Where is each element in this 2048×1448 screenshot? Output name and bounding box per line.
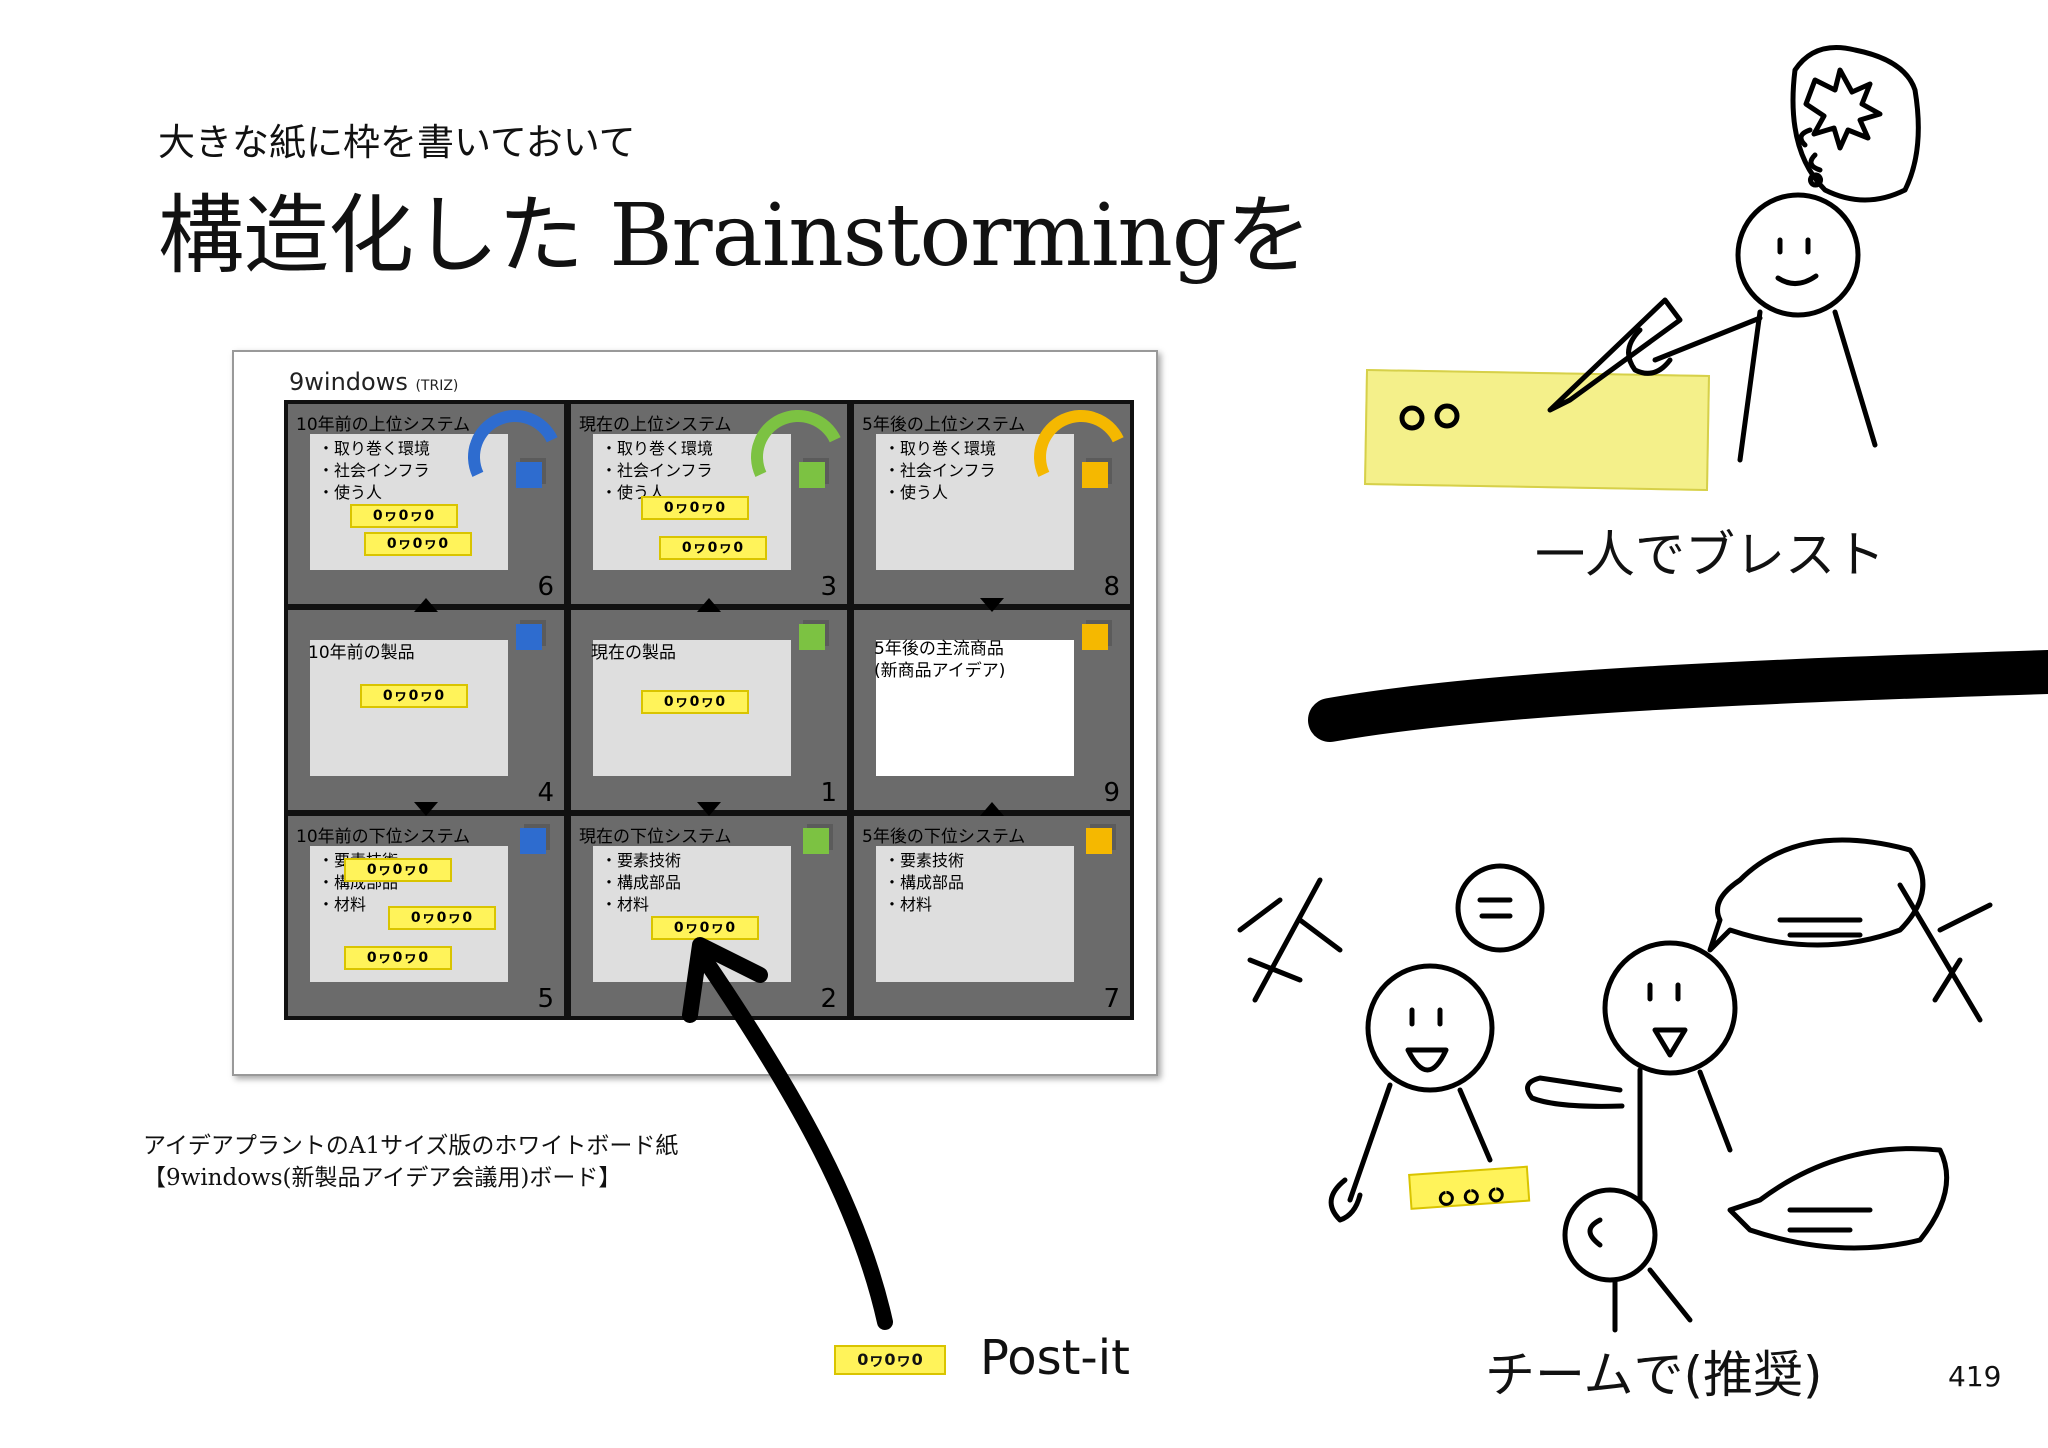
cell-number: 6 xyxy=(537,572,554,602)
blue-cube-icon xyxy=(516,462,542,488)
cell-items: ・取り巻く環境・社会インフラ・使う人 xyxy=(318,439,431,502)
cell-past-sub: 10年前の下位システム ・要素技術・構成部品・材料 0ヮ0ヮ0 0ヮ0ヮ0 0ヮ… xyxy=(288,816,564,1016)
green-cube-icon xyxy=(799,462,825,488)
cell-items: ・取り巻く環境・社会インフラ・使う人 xyxy=(601,439,714,502)
legend-postit: 0ヮ0ヮ0 xyxy=(834,1345,946,1375)
arrow-down-icon xyxy=(697,802,721,816)
cell-number: 4 xyxy=(537,778,554,808)
postit-note: 0ヮ0ヮ0 xyxy=(388,906,496,930)
cell-number: 2 xyxy=(820,984,837,1014)
postit-note: 0ヮ0ヮ0 xyxy=(651,916,759,940)
speech-bubble-icon xyxy=(1455,863,1545,953)
cell-future-sub: 5年後の下位システム ・要素技術・構成部品・材料 7 xyxy=(854,816,1130,1016)
solo-brainstorm-label: 一人でブレスト xyxy=(1535,526,1885,584)
cell-future-product: 5年後の主流商品 (新商品アイデア) 9 xyxy=(854,610,1130,810)
blue-cube-icon xyxy=(520,828,546,854)
person-head-icon xyxy=(1562,1187,1658,1283)
person-head-icon xyxy=(1735,192,1861,318)
board-caption: アイデアプラントのA1サイズ版のホワイトボード紙 【9windows(新製品アイ… xyxy=(143,1130,678,1194)
cell-past-super: 10年前の上位システム ・取り巻く環境・社会インフラ・使う人 0ヮ0ヮ0 0ヮ0… xyxy=(288,396,576,604)
cell-number: 8 xyxy=(1103,572,1120,602)
board-title: 9windows (TRIZ) xyxy=(289,368,458,396)
postit-note: 0ヮ0ヮ0 xyxy=(641,496,749,520)
divider-stroke xyxy=(1308,650,2048,742)
cell-future-super: 5年後の上位システム ・取り巻く環境・社会インフラ・使う人 8 xyxy=(854,396,1142,604)
cell-present-product: 現在の製品 0ヮ0ヮ0 1 xyxy=(571,610,847,810)
cell-title: 10年前の下位システム xyxy=(296,827,471,847)
blue-cube-icon xyxy=(516,624,542,650)
speech-bubble-icon xyxy=(1707,837,1926,953)
cell-items: ・要素技術・構成部品・材料 xyxy=(884,851,965,914)
cell-label: 5年後の主流商品 (新商品アイデア) xyxy=(874,639,1006,681)
postit-note: 0ヮ0ヮ0 xyxy=(360,684,468,708)
slide-subtitle: 大きな紙に枠を書いておいて xyxy=(158,121,636,164)
legend-label: Post-it xyxy=(980,1330,1130,1386)
arrow-up-icon xyxy=(414,598,438,612)
person-head-icon xyxy=(1365,963,1495,1093)
person-head-icon xyxy=(1602,940,1738,1076)
cell-present-super: 現在の上位システム ・取り巻く環境・社会インフラ・使う人 0ヮ0ヮ0 0ヮ0ヮ0… xyxy=(571,396,859,604)
sticky-paper xyxy=(1364,369,1710,491)
thought-cloud-icon xyxy=(1790,45,1921,203)
cell-items: ・要素技術・構成部品・材料 xyxy=(601,851,682,914)
postit-note: 0ヮ0ヮ0 xyxy=(659,536,767,560)
cell-number: 5 xyxy=(537,984,554,1014)
cell-title: 5年後の上位システム xyxy=(862,415,1026,435)
cell-title: 現在の上位システム xyxy=(579,415,732,435)
postit-note: 0ヮ0ヮ0 xyxy=(344,858,452,882)
speech-bubble-icon xyxy=(1727,1146,1950,1251)
postit-note: 0ヮ0ヮ0 xyxy=(344,946,452,970)
arrow-up-icon xyxy=(697,598,721,612)
idea-burst-icon xyxy=(1803,67,1883,151)
team-brainstorm-label: チームで(推奨) xyxy=(1485,1346,1823,1404)
postit-note: 0ヮ0ヮ0 xyxy=(641,690,749,714)
caption-line: 【9windows(新製品アイデア会議用)ボード】 xyxy=(143,1165,622,1191)
yellow-cube-icon xyxy=(1082,462,1108,488)
board-title-sub: (TRIZ) xyxy=(415,378,459,394)
yellow-cube-icon xyxy=(1086,828,1112,854)
nine-windows-board: 9windows (TRIZ) 10年前の上位システム ・取り巻く環境・社会イン… xyxy=(232,350,1158,1076)
cell-past-product: 10年前の製品 0ヮ0ヮ0 4 xyxy=(288,610,564,810)
green-cube-icon xyxy=(799,624,825,650)
cell-items: ・取り巻く環境・社会インフラ・使う人 xyxy=(884,439,997,502)
arrow-up-icon xyxy=(980,802,1004,816)
cell-title: 現在の下位システム xyxy=(579,827,732,847)
cell-number: 7 xyxy=(1103,984,1120,1014)
page-number: 419 xyxy=(1948,1360,2002,1393)
board-title-main: 9windows xyxy=(289,368,408,396)
cell-title: 10年前の上位システム xyxy=(296,415,471,435)
arrow-down-icon xyxy=(414,802,438,816)
cell-present-sub: 現在の下位システム ・要素技術・構成部品・材料 0ヮ0ヮ0 2 xyxy=(571,816,847,1016)
postit-note: 0ヮ0ヮ0 xyxy=(350,504,458,528)
caption-line: アイデアプラントのA1サイズ版のホワイトボード紙 xyxy=(143,1133,679,1159)
green-cube-icon xyxy=(803,828,829,854)
cell-number: 3 xyxy=(820,572,837,602)
yellow-cube-icon xyxy=(1082,624,1108,650)
cell-label: 10年前の製品 xyxy=(308,643,415,663)
arrow-down-icon xyxy=(980,598,1004,612)
postit-note: 0ヮ0ヮ0 xyxy=(364,532,472,556)
board-grid: 10年前の上位システム ・取り巻く環境・社会インフラ・使う人 0ヮ0ヮ0 0ヮ0… xyxy=(284,396,1142,1020)
slide-title: 構造化した Brainstormingを xyxy=(158,186,1312,286)
cell-label: 現在の製品 xyxy=(591,643,676,663)
cell-title: 5年後の下位システム xyxy=(862,827,1026,847)
cell-number: 9 xyxy=(1103,778,1120,808)
cell-number: 1 xyxy=(820,778,837,808)
